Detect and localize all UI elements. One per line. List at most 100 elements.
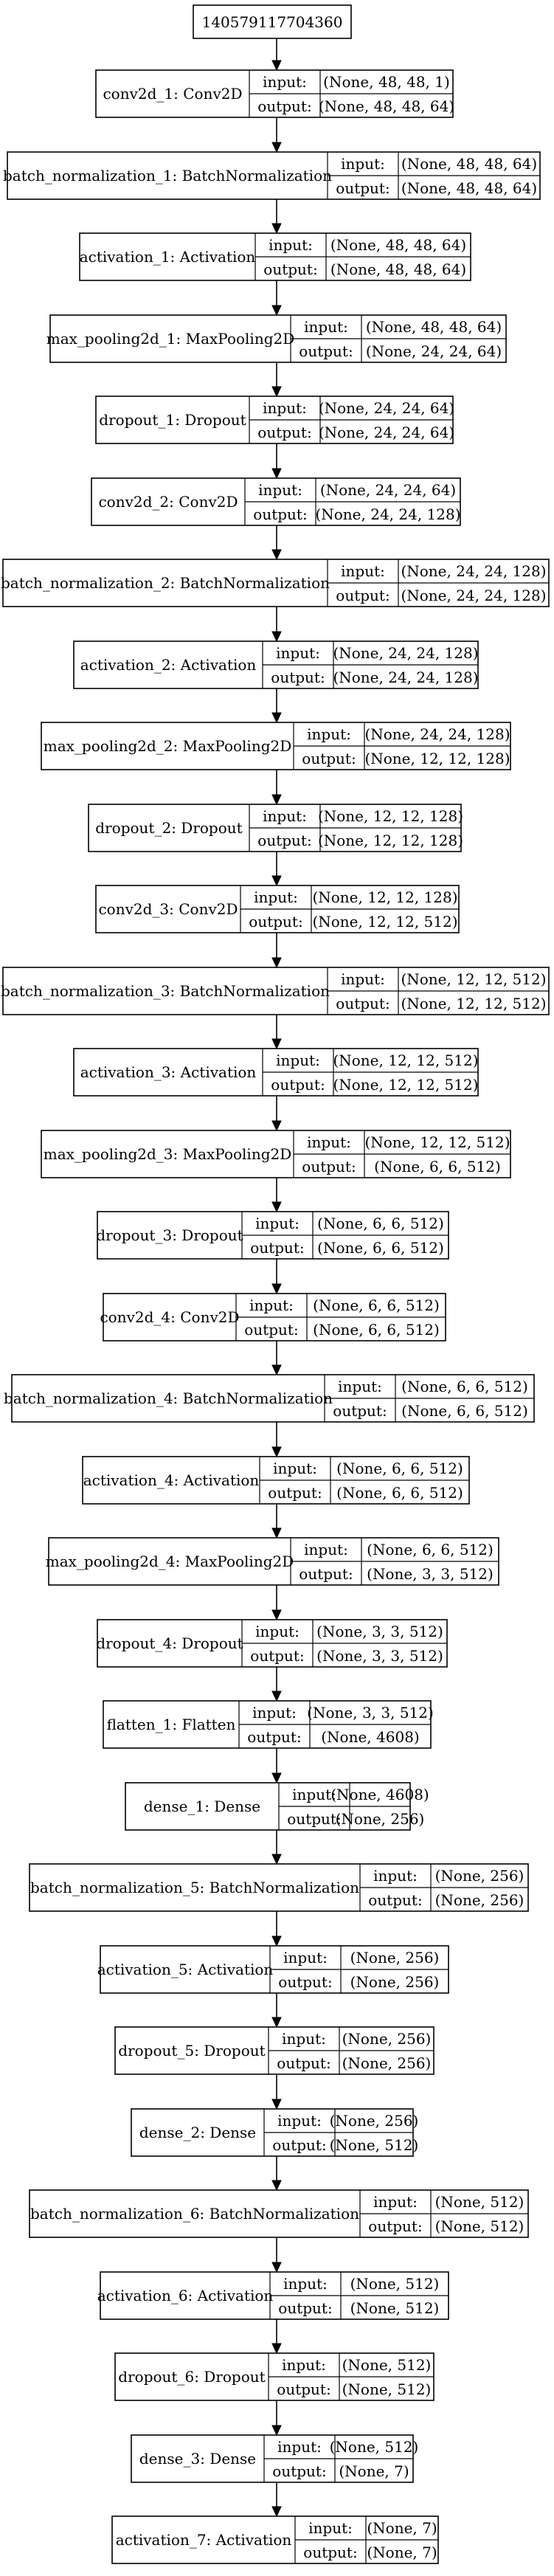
output-shape: (None, 12, 12, 128) xyxy=(364,750,510,767)
input-shape: (None, 512) xyxy=(350,2275,440,2293)
layer-node: batch_normalization_4: BatchNormalizatio… xyxy=(4,1374,535,1423)
input-port-label: input: xyxy=(282,2030,326,2048)
input-port-label: input: xyxy=(263,807,307,825)
output-port-label: output: xyxy=(336,179,389,197)
arrowhead-22 xyxy=(271,1854,282,1865)
input-shape: (None, 256) xyxy=(350,1949,440,1966)
input-shape: (None, 6, 6, 512) xyxy=(317,1215,444,1232)
arrowhead-12 xyxy=(271,1038,282,1050)
layer-node: activation_1: Activationinput:output:(No… xyxy=(79,232,471,281)
output-port-label: output: xyxy=(257,832,311,849)
arrowhead-7 xyxy=(271,631,282,643)
output-port-label: output: xyxy=(302,1158,356,1175)
output-port-label: output: xyxy=(257,97,311,115)
root-node: 140579117704360 xyxy=(193,4,352,39)
input-port-label: input: xyxy=(273,1460,317,1477)
input-port-label: input: xyxy=(249,1296,294,1314)
output-port-label: output: xyxy=(272,2136,326,2154)
input-shape: (None, 6, 6, 512) xyxy=(313,1296,440,1314)
input-shape: (None, 12, 12, 512) xyxy=(364,1133,510,1151)
output-shape: (None, 6, 6, 512) xyxy=(401,1402,528,1420)
arrowhead-25 xyxy=(271,2099,282,2110)
input-shape: (None, 7) xyxy=(367,2519,437,2537)
layer-name: conv2d_2: Conv2D xyxy=(98,493,238,511)
arrowhead-24 xyxy=(271,2017,282,2028)
output-shape: (None, 256) xyxy=(336,1810,425,1828)
input-shape: (None, 256) xyxy=(342,2030,432,2048)
layer-node: batch_normalization_6: BatchNormalizatio… xyxy=(29,2189,529,2238)
input-shape: (None, 256) xyxy=(330,2112,419,2130)
input-port-label: input: xyxy=(276,644,320,662)
input-shape: (None, 48, 48, 64) xyxy=(401,155,537,173)
arrowhead-26 xyxy=(271,2180,282,2192)
input-shape: (None, 4608) xyxy=(330,1786,429,1803)
output-shape: (None, 6, 6, 512) xyxy=(336,1484,463,1502)
output-port-label: output: xyxy=(249,913,302,930)
output-shape: (None, 12, 12, 128) xyxy=(318,832,463,849)
output-port-label: output: xyxy=(368,1891,422,1909)
output-shape: (None, 512) xyxy=(342,2380,432,2398)
input-port-label: input: xyxy=(258,481,302,499)
output-shape: (None, 48, 48, 64) xyxy=(319,97,454,115)
layer-node: activation_5: Activationinput:output:(No… xyxy=(97,1945,449,1994)
input-shape: (None, 3, 3, 512) xyxy=(307,1704,434,1722)
input-shape: (None, 48, 48, 64) xyxy=(330,236,466,254)
output-port-label: output: xyxy=(268,1484,322,1502)
output-port-label: output: xyxy=(287,1810,341,1828)
layer-name: batch_normalization_3: BatchNormalizatio… xyxy=(1,982,330,1000)
arrowhead-1 xyxy=(271,142,282,153)
output-shape: (None, 6, 6, 512) xyxy=(313,1321,440,1339)
input-port-label: input: xyxy=(282,2356,326,2374)
layer-node: batch_normalization_3: BatchNormalizatio… xyxy=(1,967,550,1015)
arrowhead-16 xyxy=(271,1364,282,1376)
input-shape: (None, 512) xyxy=(330,2438,419,2456)
arrowhead-14 xyxy=(271,1201,282,1213)
layer-name: activation_7: Activation xyxy=(116,2531,292,2549)
output-port-label: output: xyxy=(277,2054,330,2072)
input-port-label: input: xyxy=(338,1378,382,1395)
output-port-label: output: xyxy=(263,260,317,278)
output-shape: (None, 24, 24, 128) xyxy=(333,669,478,686)
output-shape: (None, 7) xyxy=(367,2544,437,2561)
input-shape: (None, 6, 6, 512) xyxy=(367,1541,494,1558)
input-shape: (None, 24, 24, 128) xyxy=(401,562,546,580)
arrowhead-18 xyxy=(271,1527,282,1539)
output-port-label: output: xyxy=(257,424,311,441)
output-port-label: output: xyxy=(299,1565,353,1583)
output-port-label: output: xyxy=(271,1076,325,1094)
output-port-label: output: xyxy=(368,2217,422,2235)
input-port-label: input: xyxy=(263,73,307,91)
root-label: 140579117704360 xyxy=(202,13,343,31)
output-shape: (None, 6, 6, 512) xyxy=(374,1158,501,1175)
output-shape: (None, 512) xyxy=(330,2136,419,2154)
input-port-label: input: xyxy=(276,1052,320,1069)
layer-name: activation_1: Activation xyxy=(80,248,256,266)
arrowhead-21 xyxy=(271,1772,282,1784)
output-shape: (None, 7) xyxy=(339,2462,409,2480)
input-port-label: input: xyxy=(283,2275,328,2293)
input-port-label: input: xyxy=(341,155,385,173)
output-shape: (None, 512) xyxy=(350,2299,440,2317)
input-shape: (None, 3, 3, 512) xyxy=(316,1623,443,1640)
layer-node: batch_normalization_5: BatchNormalizatio… xyxy=(29,1863,529,1912)
output-shape: (None, 3, 3, 512) xyxy=(367,1565,494,1583)
output-shape: (None, 24, 24, 64) xyxy=(366,342,502,360)
layer-node: max_pooling2d_2: MaxPooling2Dinput:outpu… xyxy=(41,722,511,770)
input-port-label: input: xyxy=(304,318,348,336)
arrowhead-5 xyxy=(271,468,282,480)
input-port-label: input: xyxy=(341,970,385,988)
output-port-label: output: xyxy=(250,1647,304,1665)
input-shape: (None, 48, 48, 64) xyxy=(366,318,502,336)
input-port-label: input: xyxy=(307,725,351,743)
arrowhead-17 xyxy=(271,1446,282,1458)
output-port-label: output: xyxy=(336,587,389,604)
layer-name: batch_normalization_5: BatchNormalizatio… xyxy=(30,1879,359,1896)
